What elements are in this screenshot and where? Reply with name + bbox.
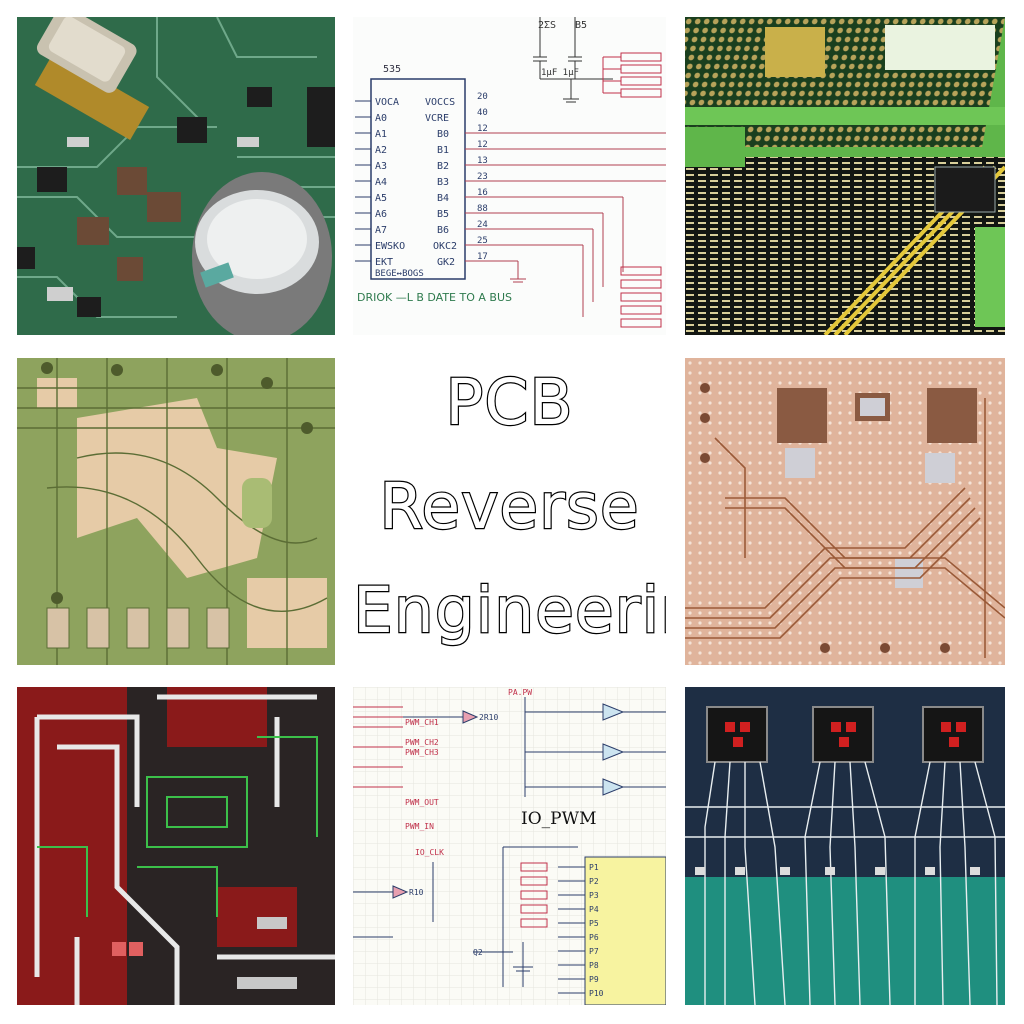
io-pwm-ic-pin: P4 — [589, 905, 599, 914]
ic-right-pin: GK2 — [437, 257, 455, 268]
pcb-photo-bga-board-art — [685, 17, 1005, 335]
title-panel: PCB Reverse Engineering — [353, 358, 666, 665]
io-pwm-ic-pin: P5 — [589, 919, 599, 928]
pin-number: 24 — [477, 220, 488, 230]
pcb-photo-teal-chips-art — [685, 687, 1005, 1005]
pcb-layout-red-green — [17, 687, 335, 1005]
ic-right-pin: B1 — [437, 145, 449, 156]
io-pwm-ic-pin: P1 — [589, 863, 599, 872]
title-line-3: Engineering — [353, 573, 666, 648]
ic-left-pin: A6 — [375, 209, 387, 220]
schematic-caption: DRIOK —L B DATE TO A BUS — [357, 291, 512, 304]
ic-left-pin: EWSKO — [375, 241, 405, 252]
io-pwm-ic-pin: P9 — [589, 975, 599, 984]
ic-left-pin: VOCA — [375, 97, 399, 108]
ic-left-pin: A1 — [375, 129, 387, 140]
pin-number: 40 — [477, 108, 488, 118]
pcb-photo-green-capacitor — [17, 17, 335, 335]
pcb-photo-green-capacitor-art — [17, 17, 335, 335]
ic-right-pin: B0 — [437, 129, 449, 140]
pcb-layout-red-green-art — [17, 687, 335, 1005]
net-label: PWM_OUT — [405, 798, 439, 807]
ic-right-pin: B5 — [437, 209, 449, 220]
net-label: PWM_IN — [405, 822, 434, 831]
io-pwm-ic-pin: P10 — [589, 989, 604, 998]
schematic-bus-driver-art: 2ΣS B5 1µF 1µF — [353, 17, 666, 335]
pcb-photo-copper-traces-art — [685, 358, 1005, 665]
io-pwm-ic-pin: P2 — [589, 877, 599, 886]
net-label: PWM_CH2 — [405, 738, 439, 747]
pin-number: 20 — [477, 92, 488, 102]
io-pwm-ic-pin: P3 — [589, 891, 599, 900]
ic-left-pin: A7 — [375, 225, 387, 236]
ic-right-pin: OKC2 — [433, 241, 457, 252]
pin-number: 13 — [477, 156, 488, 166]
schematic-top-net-label: PA.PW — [508, 688, 532, 697]
pcb-photo-bga-board — [685, 17, 1005, 335]
pcb-photo-olive-traces-art — [17, 358, 335, 665]
ref-label: 2R10 — [479, 713, 498, 722]
net-label: PWM_CH3 — [405, 748, 439, 757]
schematic-io-pwm-art: PA.PW PWM_CH1 PWM_CH2 PWM_CH3 PWM_OUT PW… — [353, 687, 666, 1005]
pcb-photo-olive-traces — [17, 358, 335, 665]
pin-number: 12 — [477, 140, 488, 150]
ic-left-pin: EKT — [375, 257, 393, 268]
ic-left-pin: A4 — [375, 177, 387, 188]
ic-right-pin: B4 — [437, 193, 449, 204]
ic-left-pin: A0 — [375, 113, 387, 124]
ic-right-pin: VOCCS — [425, 97, 455, 108]
pin-number: 25 — [477, 236, 488, 246]
schematic-title: IO_PWM — [521, 809, 596, 829]
ic-right-pin: B6 — [437, 225, 449, 236]
ic-right-pin: VCRE — [425, 113, 449, 124]
ic-bottom-label: BEGE↔BOGS — [375, 269, 424, 279]
pin-number: 88 — [477, 204, 488, 214]
cap-value-label: 1µF 1µF — [541, 68, 579, 78]
cap-header-right: B5 — [575, 20, 587, 31]
pcb-photo-copper-traces — [685, 358, 1005, 665]
pin-number: 17 — [477, 252, 488, 262]
cap-header-left: 2ΣS — [538, 20, 556, 31]
schematic-io-pwm: PA.PW PWM_CH1 PWM_CH2 PWM_CH3 PWM_OUT PW… — [353, 687, 666, 1005]
net-label: IO_CLK — [415, 848, 444, 857]
title-line-2: Reverse — [378, 469, 640, 544]
ic-right-pin: B3 — [437, 177, 449, 188]
pin-number: 16 — [477, 188, 488, 198]
pin-number: 23 — [477, 172, 488, 182]
io-pwm-ic-body — [584, 856, 666, 1005]
schematic-bus-driver: 2ΣS B5 1µF 1µF — [353, 17, 666, 335]
title-line-1: PCB — [444, 365, 574, 440]
ic-left-pin: A5 — [375, 193, 387, 204]
pin-number: 12 — [477, 124, 488, 134]
ic-left-pin: A2 — [375, 145, 387, 156]
net-label: PWM_CH1 — [405, 718, 439, 727]
ic-body — [370, 78, 466, 280]
ref-label: Q2 — [473, 948, 483, 957]
ic-right-pin: B2 — [437, 161, 449, 172]
io-pwm-ic-pin: P7 — [589, 947, 599, 956]
ic-left-pin: A3 — [375, 161, 387, 172]
ic-refdes: 535 — [383, 64, 401, 75]
io-pwm-ic-pin: P8 — [589, 961, 599, 970]
pcb-photo-teal-chips — [685, 687, 1005, 1005]
ref-label: R10 — [409, 888, 424, 897]
io-pwm-ic-pin: P6 — [589, 933, 599, 942]
